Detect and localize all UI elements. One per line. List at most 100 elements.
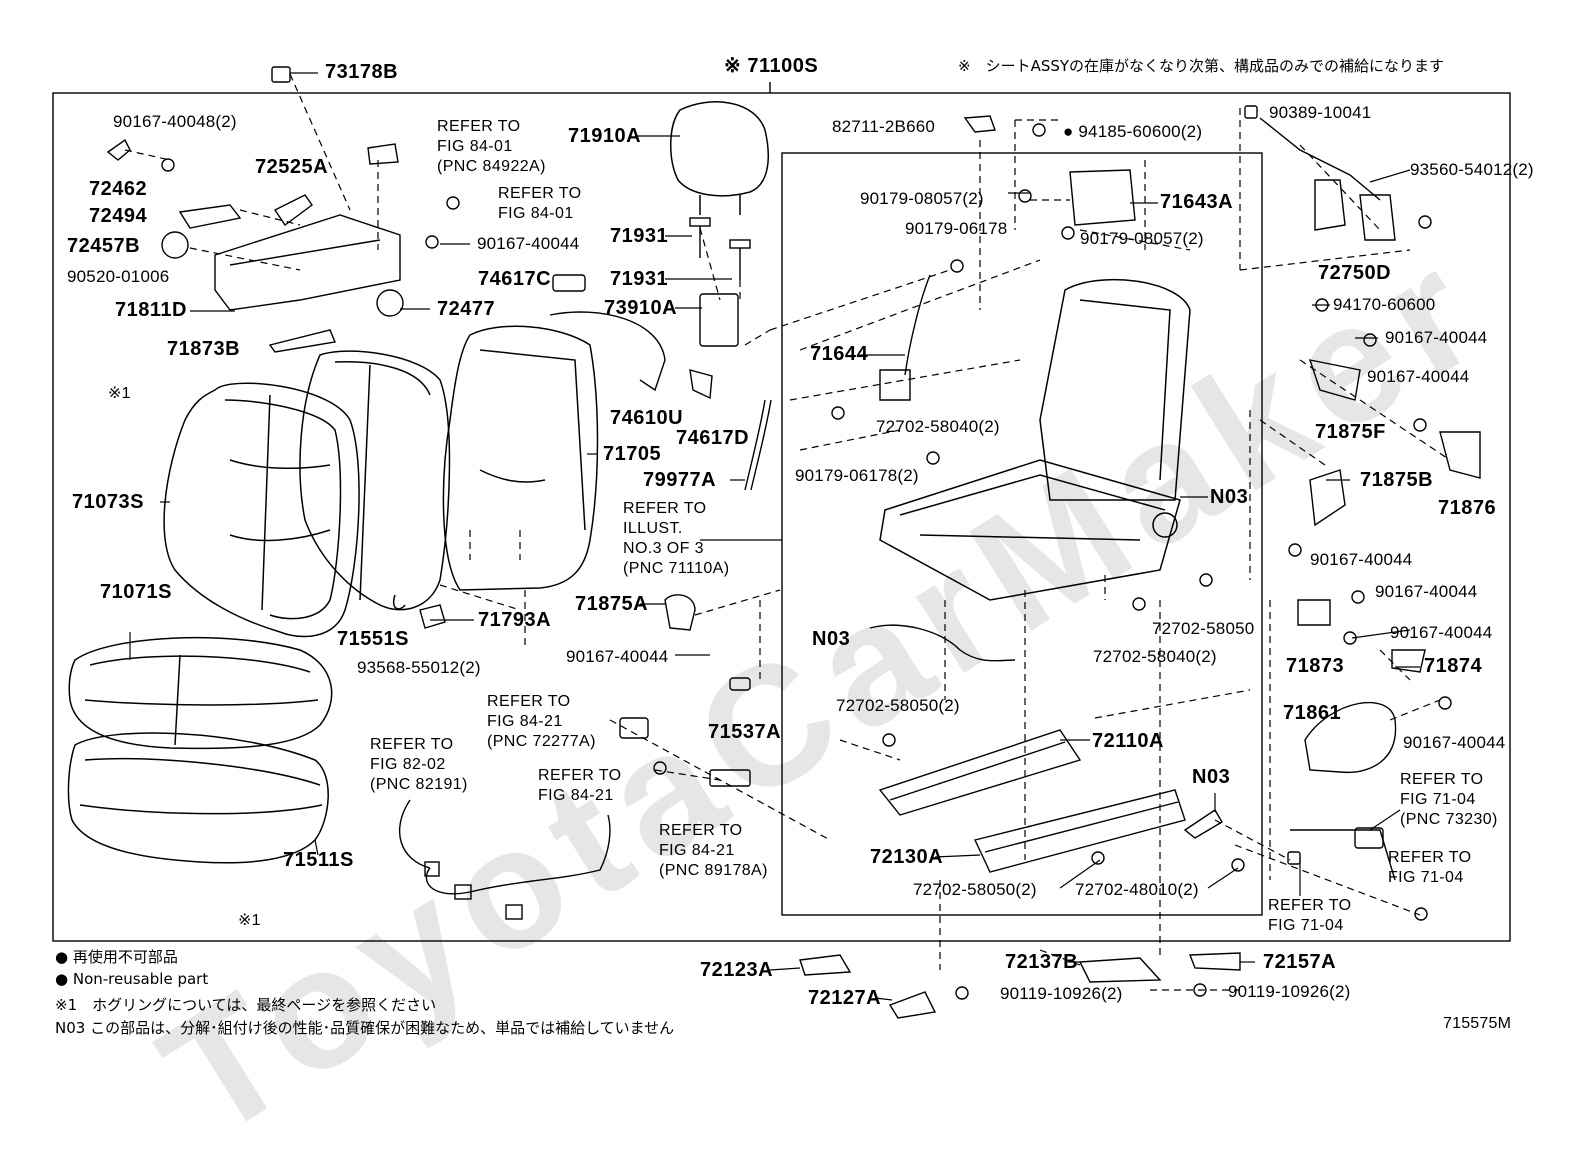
legend-nonreusable-en: ● Non-reusable part (55, 970, 209, 988)
ref-fig-84-21-89178A[interactable]: REFER TO FIG 84-21 (PNC 89178A) (659, 822, 768, 879)
part-90167-40044-a[interactable]: 90167-40044 (477, 234, 580, 253)
diagram-artwork (52, 66, 1511, 1019)
part-71876[interactable]: 71876 (1438, 497, 1497, 519)
part-71705[interactable]: 71705 (603, 443, 662, 465)
part-71643A[interactable]: 71643A (1160, 191, 1234, 213)
part-90179-06178[interactable]: 90179-06178 (905, 219, 1008, 238)
part-72525A[interactable]: 72525A (255, 156, 329, 178)
part-71861[interactable]: 71861 (1283, 702, 1342, 724)
part-71910A[interactable]: 71910A (568, 125, 642, 147)
part-93568-55012[interactable]: 93568-55012(2) (357, 658, 481, 677)
part-71644[interactable]: 71644 (810, 343, 869, 365)
part-90167-40044-e[interactable]: 90167-40044 (1310, 550, 1413, 569)
part-72494[interactable]: 72494 (89, 205, 148, 227)
ref-fig-71-04-73230[interactable]: REFER TO FIG 71-04 (PNC 73230) (1400, 771, 1498, 828)
hog-ring-mark-b: ※1 (238, 912, 261, 929)
part-94170-60600[interactable]: 94170-60600 (1333, 295, 1436, 314)
part-71551S[interactable]: 71551S (337, 628, 409, 650)
part-72477[interactable]: 72477 (437, 298, 496, 320)
part-72130A[interactable]: 72130A (870, 846, 944, 868)
part-90119-10926-a[interactable]: 90119-10926(2) (1000, 984, 1123, 1003)
part-73178B[interactable]: 73178B (325, 61, 399, 83)
part-72110A[interactable]: 72110A (1092, 730, 1164, 752)
part-72702-58040-a[interactable]: 72702-58040(2) (876, 417, 1000, 436)
part-90167-40044-c[interactable]: 90167-40044 (1385, 328, 1488, 347)
ref-fig-71-04-b[interactable]: REFER TO FIG 71-04 (1268, 897, 1352, 934)
ref-fig-84-01[interactable]: REFER TO FIG 84-01 (498, 185, 582, 222)
ref-fig-82-02[interactable]: REFER TO FIG 82-02 (PNC 82191) (370, 736, 468, 793)
hog-ring-mark-a: ※1 (108, 385, 131, 402)
seat-frame (879, 278, 1191, 601)
part-90167-40044-g[interactable]: 90167-40044 (1390, 623, 1493, 642)
top-note: ※ シートASSYの在庫がなくなり次第、構成品のみでの補給になります (958, 57, 1445, 75)
part-72457B[interactable]: 72457B (67, 235, 141, 257)
assembly-title: ※ 71100S (724, 55, 819, 77)
part-90167-40044-f[interactable]: 90167-40044 (1375, 582, 1478, 601)
part-74610U[interactable]: 74610U (610, 407, 684, 429)
part-71931-b[interactable]: 71931 (610, 268, 669, 290)
part-90179-06178-2[interactable]: 90179-06178(2) (795, 466, 919, 485)
part-72702-58040-b[interactable]: 72702-58040(2) (1093, 647, 1217, 666)
part-90119-10926-b[interactable]: 90119-10926(2) (1228, 982, 1351, 1001)
part-72750D[interactable]: 72750D (1318, 262, 1392, 284)
illustration-id: 715575M (1443, 1015, 1512, 1032)
part-71793A[interactable]: 71793A (478, 609, 552, 631)
part-71811D[interactable]: 71811D (115, 299, 187, 321)
part-72462[interactable]: 72462 (89, 178, 148, 200)
part-N03-b[interactable]: N03 (812, 628, 851, 650)
cushion-pad-71511S (67, 732, 329, 864)
outer-frame (52, 92, 1511, 942)
part-74617D[interactable]: 74617D (676, 427, 750, 449)
part-72137B[interactable]: 72137B (1005, 951, 1079, 973)
part-71537A[interactable]: 71537A (708, 721, 782, 743)
part-71073S[interactable]: 71073S (72, 491, 144, 513)
part-72157A[interactable]: 72157A (1263, 951, 1337, 973)
part-93560-54012[interactable]: 93560-54012(2) (1410, 160, 1534, 179)
part-N03-a[interactable]: N03 (1210, 486, 1249, 508)
part-71874[interactable]: 71874 (1424, 655, 1483, 677)
part-72702-58050-b[interactable]: 72702-58050(2) (836, 696, 960, 715)
seatback-board-71705 (442, 325, 599, 591)
part-71873[interactable]: 71873 (1286, 655, 1345, 677)
part-71511S[interactable]: 71511S (283, 849, 354, 871)
parts-diagram: ToyotaCarMaker (52, 55, 1534, 1174)
legend-hog-ring: ※1 ホグリングについては、最終ページを参照ください (55, 996, 437, 1014)
headrest-71910A (670, 101, 769, 215)
part-N03-c[interactable]: N03 (1192, 766, 1231, 788)
ref-fig-71-04-a[interactable]: REFER TO FIG 71-04 (1388, 849, 1472, 886)
part-74617C[interactable]: 74617C (478, 268, 552, 290)
part-90167-40044-h[interactable]: 90167-40044 (1403, 733, 1506, 752)
seatback-cover-71073S (163, 382, 360, 638)
part-71875F[interactable]: 71875F (1315, 421, 1386, 443)
ref-fig-84-21-72277A[interactable]: REFER TO FIG 84-21 (PNC 72277A) (487, 693, 596, 750)
part-73910A[interactable]: 73910A (604, 297, 678, 319)
part-71071S[interactable]: 71071S (100, 581, 172, 603)
ref-illust-3[interactable]: REFER TO ILLUST. NO.3 OF 3 (PNC 71110A) (623, 500, 730, 577)
ref-fig-84-01-pnc[interactable]: REFER TO FIG 84-01 (PNC 84922A) (437, 118, 546, 175)
part-71873B[interactable]: 71873B (167, 338, 241, 360)
part-90179-08057-b[interactable]: 90179-08057(2) (1080, 229, 1204, 248)
part-94185-60600[interactable]: ● 94185-60600(2) (1063, 122, 1203, 141)
part-72127A[interactable]: 72127A (808, 987, 882, 1009)
inner-frame (781, 152, 1263, 916)
ref-fig-84-21[interactable]: REFER TO FIG 84-21 (538, 767, 622, 804)
part-82711-2B660[interactable]: 82711-2B660 (832, 117, 936, 136)
part-90179-08057-a[interactable]: 90179-08057(2) (860, 189, 984, 208)
seatback-pad-71551S (299, 350, 451, 611)
part-72702-58050-c[interactable]: 72702-58050(2) (913, 880, 1037, 899)
part-71931-a[interactable]: 71931 (610, 225, 669, 247)
part-71875A[interactable]: 71875A (575, 593, 649, 615)
part-71875B[interactable]: 71875B (1360, 469, 1434, 491)
part-72702-48010[interactable]: 72702-48010(2) (1075, 880, 1199, 899)
cushion-cover-71071S (68, 636, 333, 750)
part-90167-40044-d[interactable]: 90167-40044 (1367, 367, 1470, 386)
part-90167-40048[interactable]: 90167-40048(2) (113, 112, 237, 131)
part-72123A[interactable]: 72123A (700, 959, 774, 981)
part-90520-01006[interactable]: 90520-01006 (67, 267, 170, 286)
legend-nonreusable-jp: ● 再使用不可部品 (55, 948, 178, 966)
part-90167-40044-b[interactable]: 90167-40044 (566, 647, 669, 666)
legend-n03: N03 この部品は、分解･組付け後の性能･品質確保が困難なため、単品では補給して… (55, 1019, 675, 1037)
part-79977A[interactable]: 79977A (643, 469, 717, 491)
part-90389-10041[interactable]: 90389-10041 (1269, 103, 1372, 122)
part-72702-58050-a[interactable]: 72702-58050 (1152, 619, 1255, 638)
